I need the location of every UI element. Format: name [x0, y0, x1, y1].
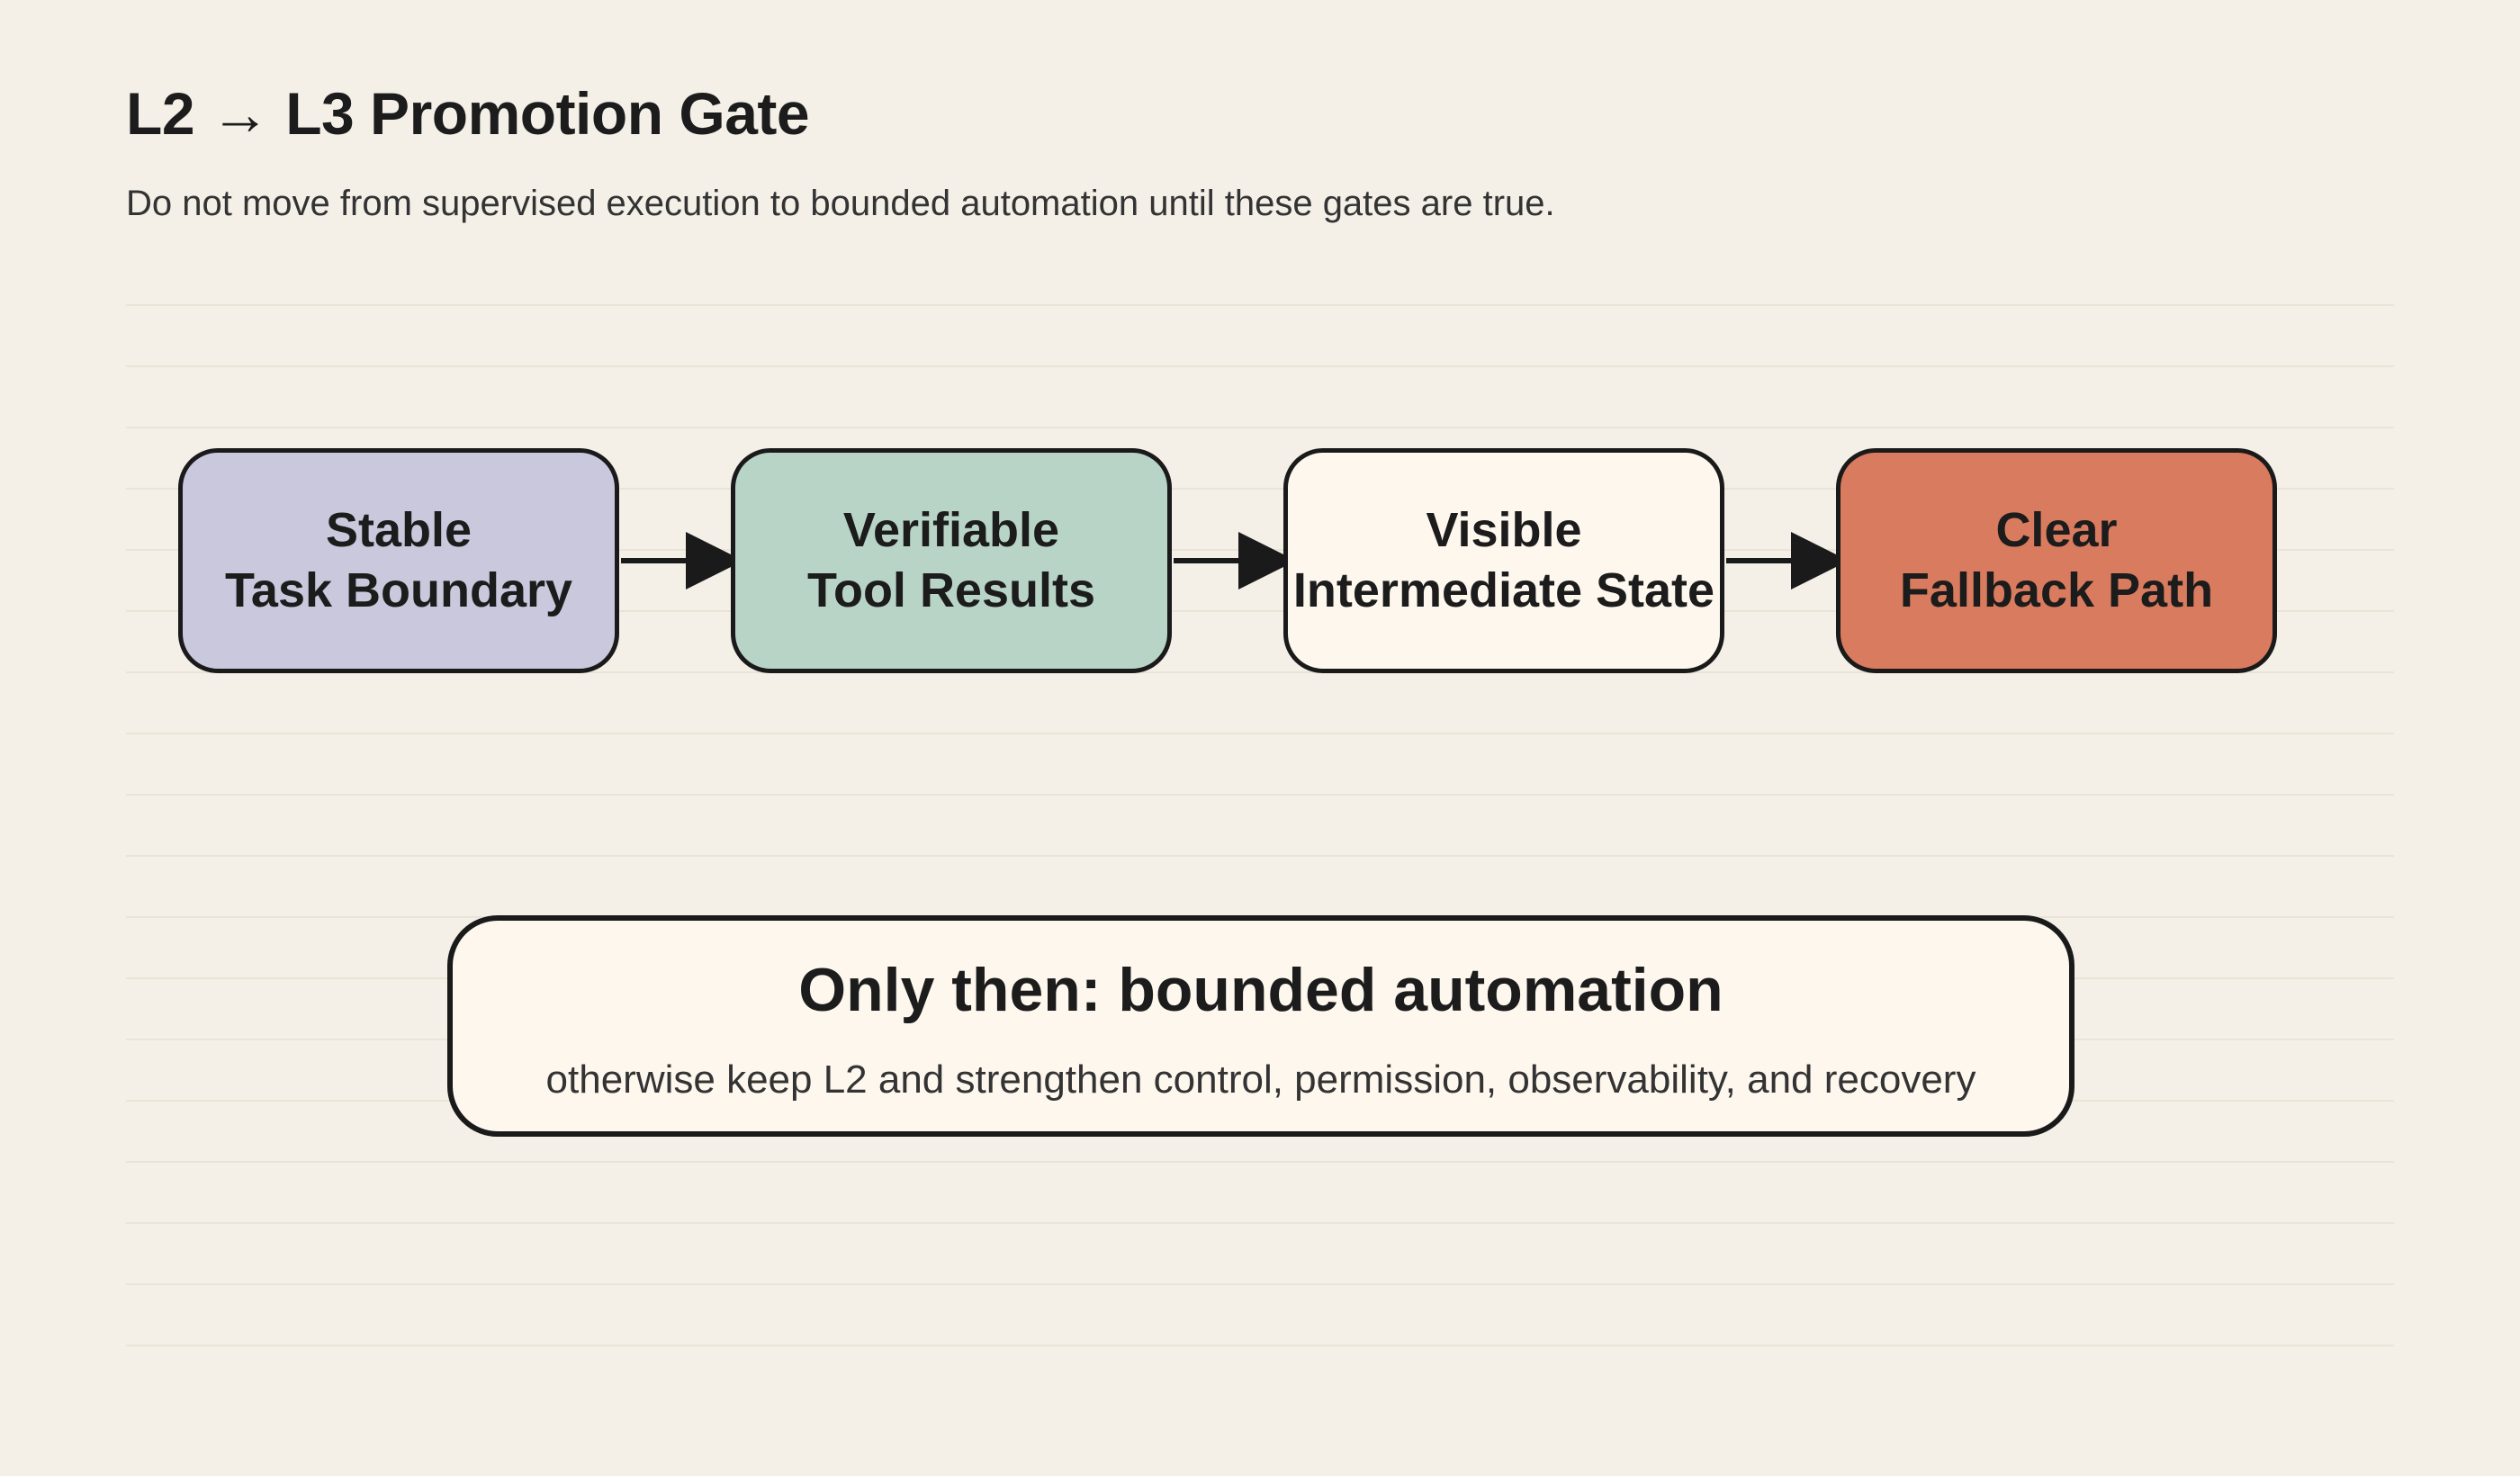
rule-line	[126, 1161, 2394, 1163]
rule-line	[126, 610, 2394, 612]
gate-label-line1: Clear	[1995, 503, 2118, 557]
arrow-2	[1174, 532, 1296, 590]
rule-line	[126, 733, 2394, 734]
rule-line	[126, 304, 2394, 306]
gate-visible-intermediate-state: Visible Intermediate State	[1283, 448, 1724, 673]
gate-verifiable-tool-results: Verifiable Tool Results	[731, 448, 1172, 673]
arrow-1	[621, 532, 743, 590]
page-subtitle: Do not move from supervised execution to…	[126, 184, 1555, 223]
gate-stable-task-boundary: Stable Task Boundary	[178, 448, 619, 673]
page-title: L2 → L3 Promotion Gate	[126, 80, 810, 147]
outcome-box: Only then: bounded automation otherwise …	[447, 915, 2074, 1137]
gate-label-line2: Intermediate State	[1292, 563, 1715, 617]
gate-label-line1: Visible	[1426, 503, 1582, 557]
rule-line	[126, 365, 2394, 367]
outcome-note: otherwise keep L2 and strengthen control…	[545, 1058, 1976, 1102]
rule-line	[126, 488, 2394, 490]
outcome-title: Only then: bounded automation	[798, 956, 1724, 1024]
rule-line	[126, 1283, 2394, 1285]
gate-clear-fallback-path: Clear Fallback Path	[1836, 448, 2277, 673]
gate-label-line1: Stable	[325, 503, 472, 557]
rule-line	[126, 427, 2394, 428]
gate-label-line2: Tool Results	[806, 563, 1096, 617]
arrow-3	[1726, 532, 1849, 590]
rule-line	[126, 855, 2394, 857]
rule-line	[126, 1222, 2394, 1224]
rule-line	[126, 671, 2394, 673]
gate-label-line2: Fallback Path	[1899, 563, 2214, 617]
rule-line	[126, 1345, 2394, 1346]
gate-label-line1: Verifiable	[842, 503, 1060, 557]
rule-line	[126, 794, 2394, 796]
gate-label-line2: Task Boundary	[224, 563, 573, 617]
